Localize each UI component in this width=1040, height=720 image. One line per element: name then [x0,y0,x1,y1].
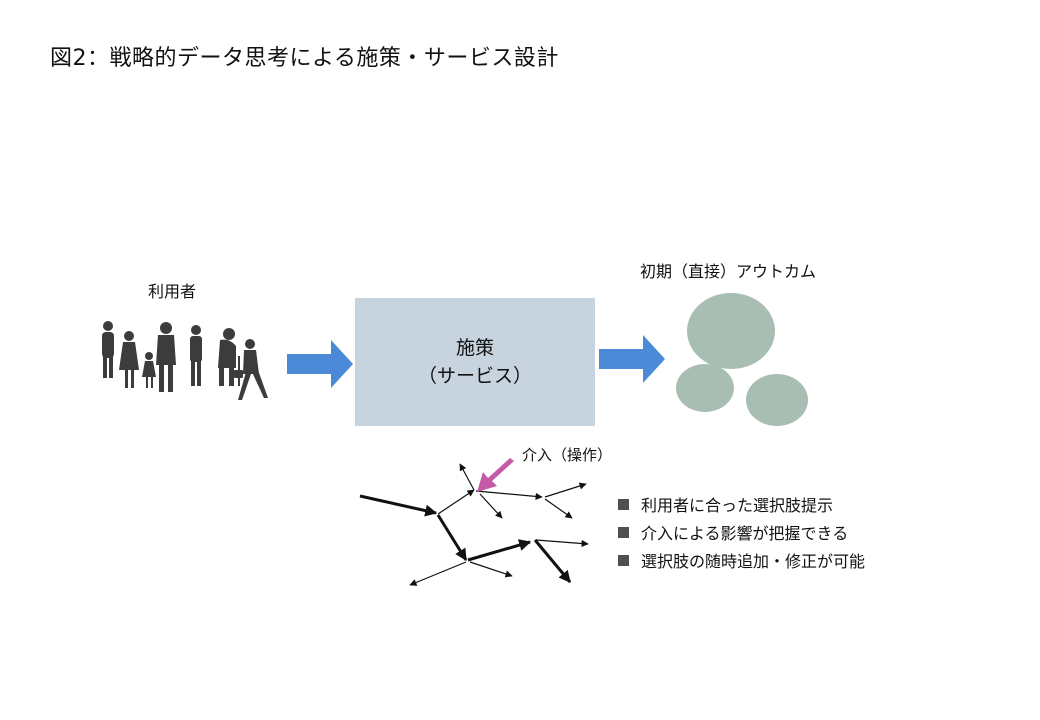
square-bullet-icon [618,526,629,538]
policy-box: 施策 （サービス） [355,298,595,426]
list-item: 選択肢の随時追加・修正が可能 [618,546,865,574]
outcome-circle-right [746,374,808,426]
policy-subtitle: （サービス） [417,365,532,387]
outcome-circles [676,293,808,426]
list-item: 利用者に合った選択肢提示 [618,490,865,518]
page-title: 図2：戦略的データ思考による施策・サービス設計 [50,46,559,71]
feature-bullet-list: 利用者に合った選択肢提示 介入による影響が把握できる 選択肢の随時追加・修正が可… [618,490,865,574]
flow-arrow-to-outcome [599,335,665,383]
bullet-text: 介入による影響が把握できる [641,524,849,543]
decision-branch-network [359,463,589,586]
policy-title: 施策 [455,337,494,359]
intervention-arrow-icon [477,458,514,492]
intervention-label: 介入（操作） [522,446,613,464]
square-bullet-icon [618,554,629,566]
list-item: 介入による影響が把握できる [618,518,865,546]
users-silhouette-icon [102,321,268,400]
outcome-circle-left [676,364,734,412]
outcome-label: 初期（直接）アウトカム [640,262,817,281]
outcome-circle-large [687,293,775,369]
square-bullet-icon [618,498,629,510]
users-label: 利用者 [148,282,197,301]
flow-arrow-to-policy [287,340,353,388]
bullet-text: 利用者に合った選択肢提示 [641,496,834,515]
bullet-text: 選択肢の随時追加・修正が可能 [641,552,866,571]
